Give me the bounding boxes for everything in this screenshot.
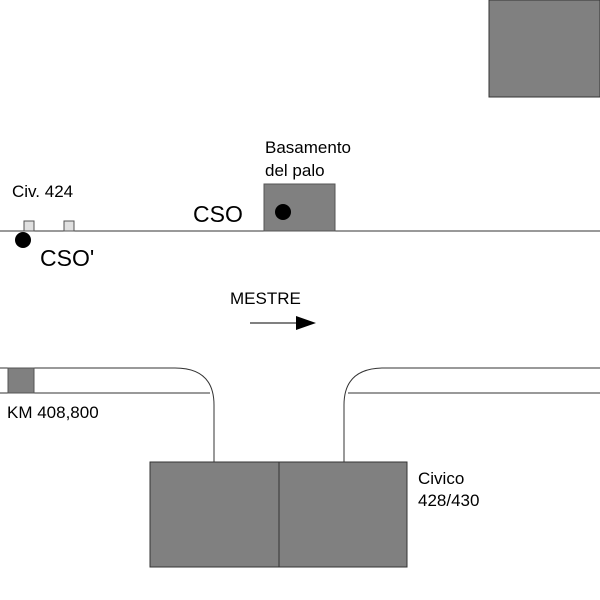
label-civ-424: Civ. 424 (12, 182, 73, 201)
pole-base (263, 183, 336, 232)
label-basamento-1: Basamento (265, 138, 351, 157)
cso-point (275, 204, 291, 220)
marker-square-2 (63, 220, 75, 232)
label-cso-prime: CSO' (40, 245, 94, 271)
building-civico-430 (278, 461, 408, 568)
direction-arrow-head (296, 316, 316, 330)
label-civico-1: Civico (418, 469, 464, 488)
building-civico-428 (149, 461, 280, 568)
building-top-right (488, 0, 600, 98)
road-left-outer (0, 367, 215, 462)
marker-square-1 (23, 220, 35, 232)
km-marker (7, 367, 35, 394)
road-right-outer (343, 367, 600, 462)
label-mestre: MESTRE (230, 289, 301, 308)
label-basamento-2: del palo (265, 161, 325, 180)
label-civico-2: 428/430 (418, 491, 479, 510)
label-cso: CSO (193, 201, 243, 227)
cso-prime-point (15, 232, 31, 248)
label-km: KM 408,800 (7, 403, 99, 422)
